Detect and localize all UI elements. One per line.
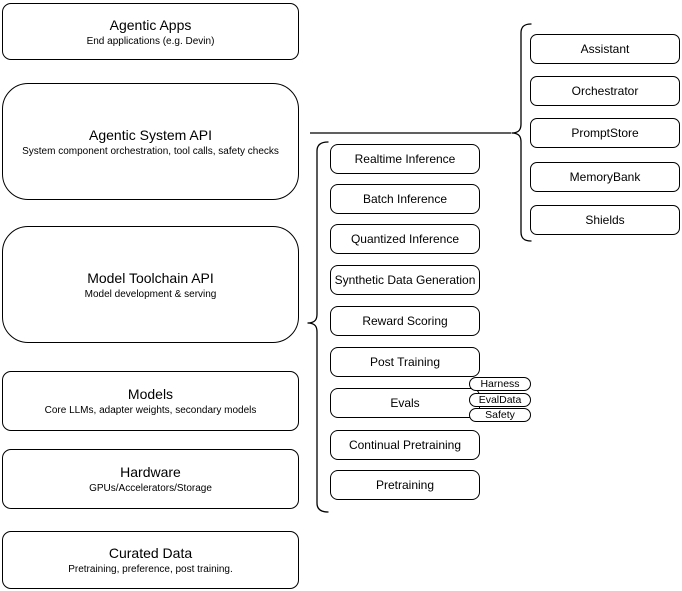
node-title: Agentic Apps (109, 16, 192, 33)
node-post-training: Post Training (330, 347, 480, 377)
node-subtitle: Pretraining, preference, post training. (68, 564, 233, 575)
node-synthetic-data-generation: Synthetic Data Generation (330, 265, 480, 295)
node-quantized-inference: Quantized Inference (330, 224, 480, 254)
node-shields: Shields (530, 205, 680, 235)
node-agentic-system-api: Agentic System API System component orch… (2, 83, 299, 200)
toolchain-brace (307, 141, 329, 513)
tag-safety: Safety (469, 408, 531, 422)
node-evals: Evals (330, 388, 480, 418)
node-title: Agentic System API (89, 126, 212, 143)
node-subtitle: Core LLMs, adapter weights, secondary mo… (44, 405, 257, 416)
node-title: Hardware (120, 464, 181, 480)
node-promptstore: PromptStore (530, 118, 680, 148)
node-batch-inference: Batch Inference (330, 184, 480, 214)
node-subtitle: System component orchestration, tool cal… (22, 145, 279, 157)
tag-evaldata: EvalData (469, 393, 531, 407)
node-subtitle: End applications (e.g. Devin) (86, 35, 215, 47)
node-models: Models Core LLMs, adapter weights, secon… (2, 371, 299, 431)
node-realtime-inference: Realtime Inference (330, 144, 480, 174)
node-title: Model Toolchain API (87, 269, 214, 286)
node-orchestrator: Orchestrator (530, 76, 680, 106)
node-pretraining: Pretraining (330, 470, 480, 500)
node-model-toolchain-api: Model Toolchain API Model development & … (2, 226, 299, 343)
node-assistant: Assistant (530, 34, 680, 64)
tag-harness: Harness (469, 377, 531, 391)
node-subtitle: Model development & serving (84, 288, 217, 300)
system-brace (511, 23, 532, 242)
node-memorybank: MemoryBank (530, 162, 680, 192)
node-continual-pretraining: Continual Pretraining (330, 430, 480, 460)
node-reward-scoring: Reward Scoring (330, 306, 480, 336)
node-title: Models (127, 386, 174, 402)
node-agentic-apps: Agentic Apps End applications (e.g. Devi… (2, 3, 299, 60)
node-subtitle: GPUs/Accelerators/Storage (89, 483, 212, 494)
node-title: Curated Data (108, 545, 193, 561)
node-hardware: Hardware GPUs/Accelerators/Storage (2, 449, 299, 509)
node-curated-data: Curated Data Pretraining, preference, po… (2, 531, 299, 589)
